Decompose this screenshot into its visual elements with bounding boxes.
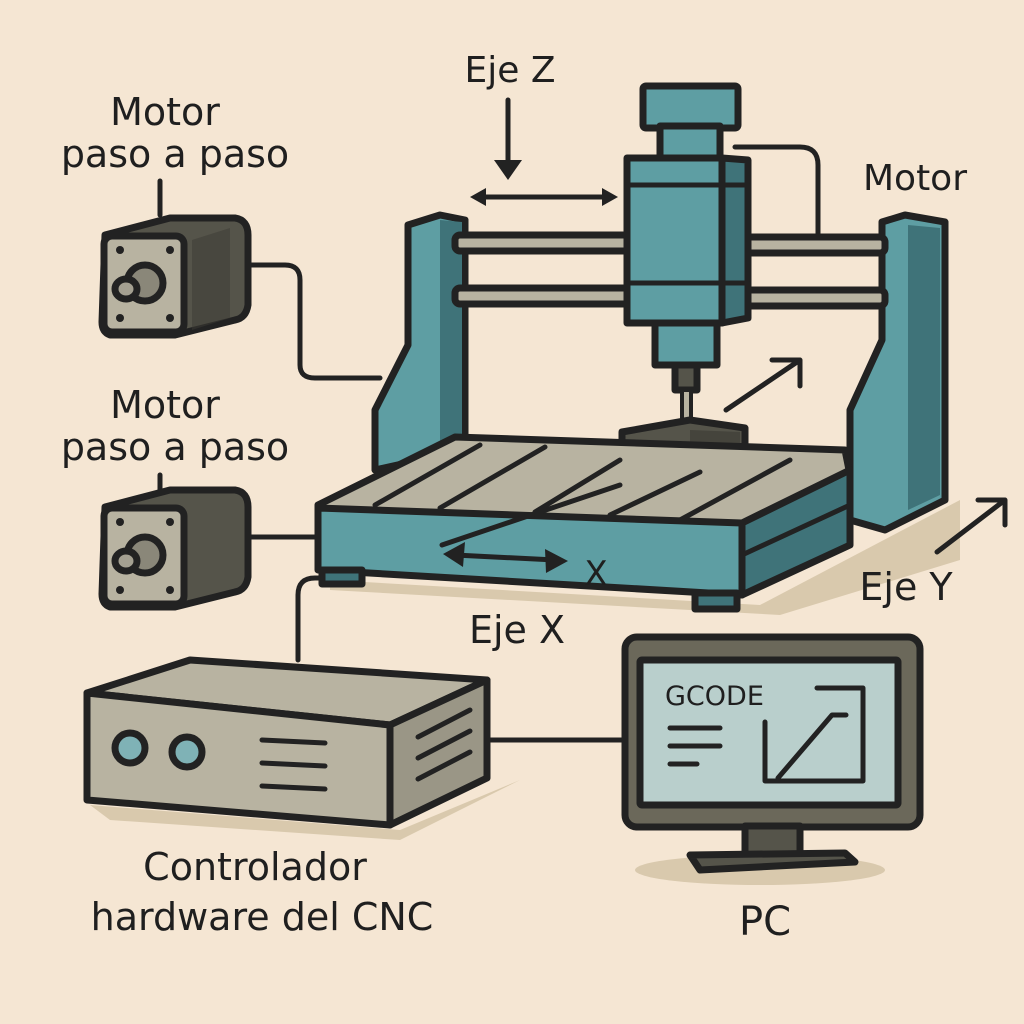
label-spindle-motor: Motor [863,158,967,199]
cable-top-motor [245,262,383,381]
label-axis-z: Eje Z [464,50,555,91]
screen-gcode-text: GCODE [665,681,764,712]
label-motor-top-line2: paso a paso [61,132,289,176]
axis-arrow-diagonal-icon [723,357,803,413]
label-motor-mid-line1: Motor [110,383,220,427]
axis-z-horizontal-arrow-icon [602,188,618,206]
axis-x-arrow-icon [545,549,568,573]
label-axis-y: Eje Y [859,565,953,609]
cnc-machine [314,82,960,615]
cables [157,144,821,743]
stepper-motor-middle [98,486,252,611]
label-axis-x-mark: X [584,554,607,594]
axis-y-arrow-icon [934,497,1008,555]
axis-z-arrow-down-icon [494,160,522,180]
label-controller-line2: hardware del CNC [91,895,434,939]
labels: Motor paso a paso Motor paso a paso Eje … [61,50,967,945]
label-pc: PC [739,899,791,945]
cnc-controller [83,656,520,840]
label-controller-line1: Controlador [143,845,367,889]
pc-monitor: GCODE [621,633,924,885]
axis-arrows [439,97,1008,573]
cable-spindle-motor [732,144,821,238]
cable-controller-machine [295,575,333,663]
label-axis-x: Eje X [469,608,565,652]
label-motor-mid-line2: paso a paso [61,425,289,469]
label-motor-top-line1: Motor [110,90,220,134]
stepper-motor-top [98,214,252,339]
